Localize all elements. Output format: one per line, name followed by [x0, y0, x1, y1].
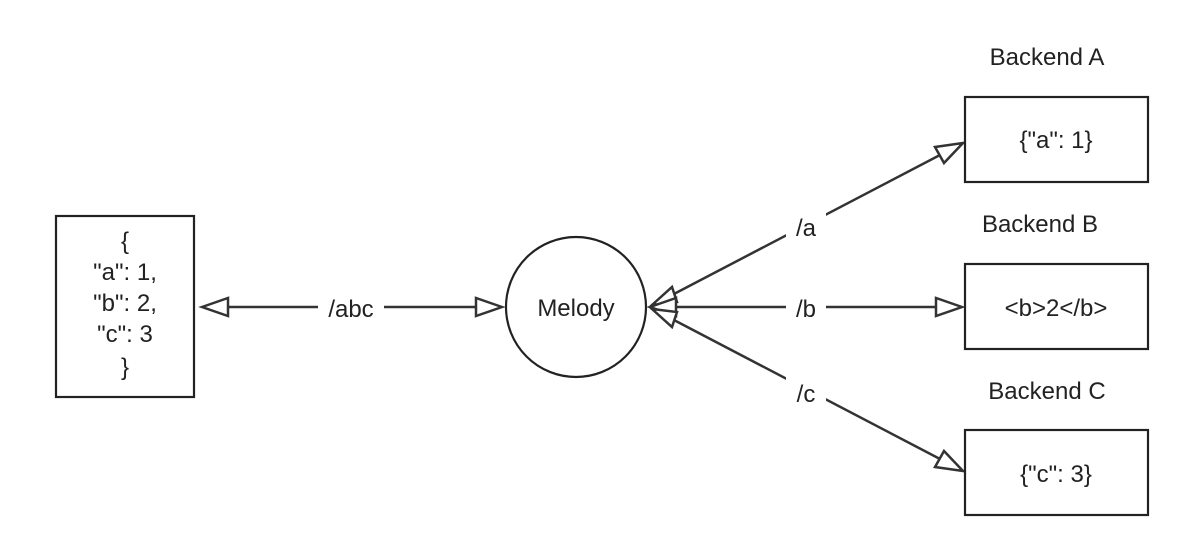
client-response-box: { "a": 1, "b": 2, "c": 3 }	[54, 214, 196, 399]
melody-incoming-arrowheads	[646, 284, 679, 330]
backend-c-title: Backend C	[988, 378, 1105, 405]
edge-label-abc: /abc	[328, 296, 373, 323]
client-line-5: }	[121, 354, 129, 381]
edge-label-c: /c	[797, 381, 816, 408]
edge-b: /b	[676, 290, 966, 324]
backend-b: Backend B <b>2</b>	[963, 211, 1150, 351]
client-line-4: "c": 3	[97, 321, 153, 348]
backend-a-title: Backend A	[990, 44, 1105, 71]
backend-c-content: {"c": 3}	[1020, 461, 1092, 488]
arrowhead-backend-b	[934, 296, 966, 318]
client-line-2: "a": 1,	[93, 259, 157, 286]
backend-a-content: {"a": 1}	[1019, 127, 1092, 154]
backend-b-content: <b>2</b>	[1005, 295, 1108, 322]
edge-abc: /abc	[198, 290, 506, 324]
melody-label: Melody	[537, 295, 614, 322]
client-line-3: "b": 2,	[93, 290, 157, 317]
arrowhead-backend-c	[933, 448, 967, 473]
arrowhead-melody-from-c	[648, 307, 679, 330]
backend-c: Backend C {"c": 3}	[963, 378, 1150, 517]
arrowhead-client	[198, 296, 230, 318]
edge-label-b: /b	[796, 296, 816, 323]
backend-a: Backend A {"a": 1}	[963, 44, 1150, 184]
edge-label-a: /a	[796, 215, 817, 242]
arrowhead-melody-in	[474, 296, 506, 318]
edge-c: /c	[671, 317, 967, 473]
backend-b-title: Backend B	[982, 211, 1098, 238]
arrowhead-backend-a	[933, 141, 967, 166]
melody-node: Melody	[504, 235, 648, 379]
edge-a: /a	[671, 141, 967, 297]
client-line-1: {	[121, 228, 129, 255]
